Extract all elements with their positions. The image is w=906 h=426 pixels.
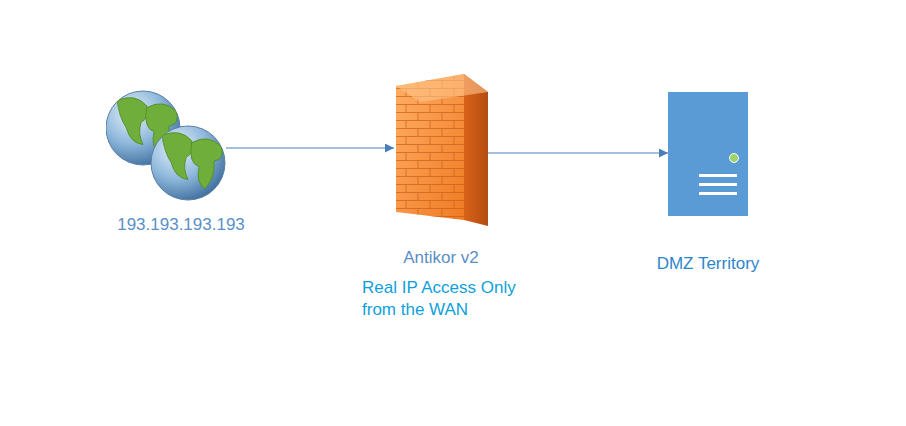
internet-globe-icon [106,88,226,202]
flow-arrow [488,152,668,153]
firewall: Antikor v2Real IP Access Only from the W… [394,72,488,228]
firewall-name: Antikor v2 [366,247,516,269]
ip-address: 193.193.193.193 [86,214,276,236]
dmz-server-icon [668,92,748,216]
firewall-note: Real IP Access Only from the WAN [362,277,540,321]
firewall-icon [394,72,488,228]
server-label: DMZ Territory [618,253,798,275]
dmz-server: DMZ Territory [668,92,748,216]
flow-arrow [226,147,394,148]
internet-globe: 193.193.193.193 [106,88,226,202]
